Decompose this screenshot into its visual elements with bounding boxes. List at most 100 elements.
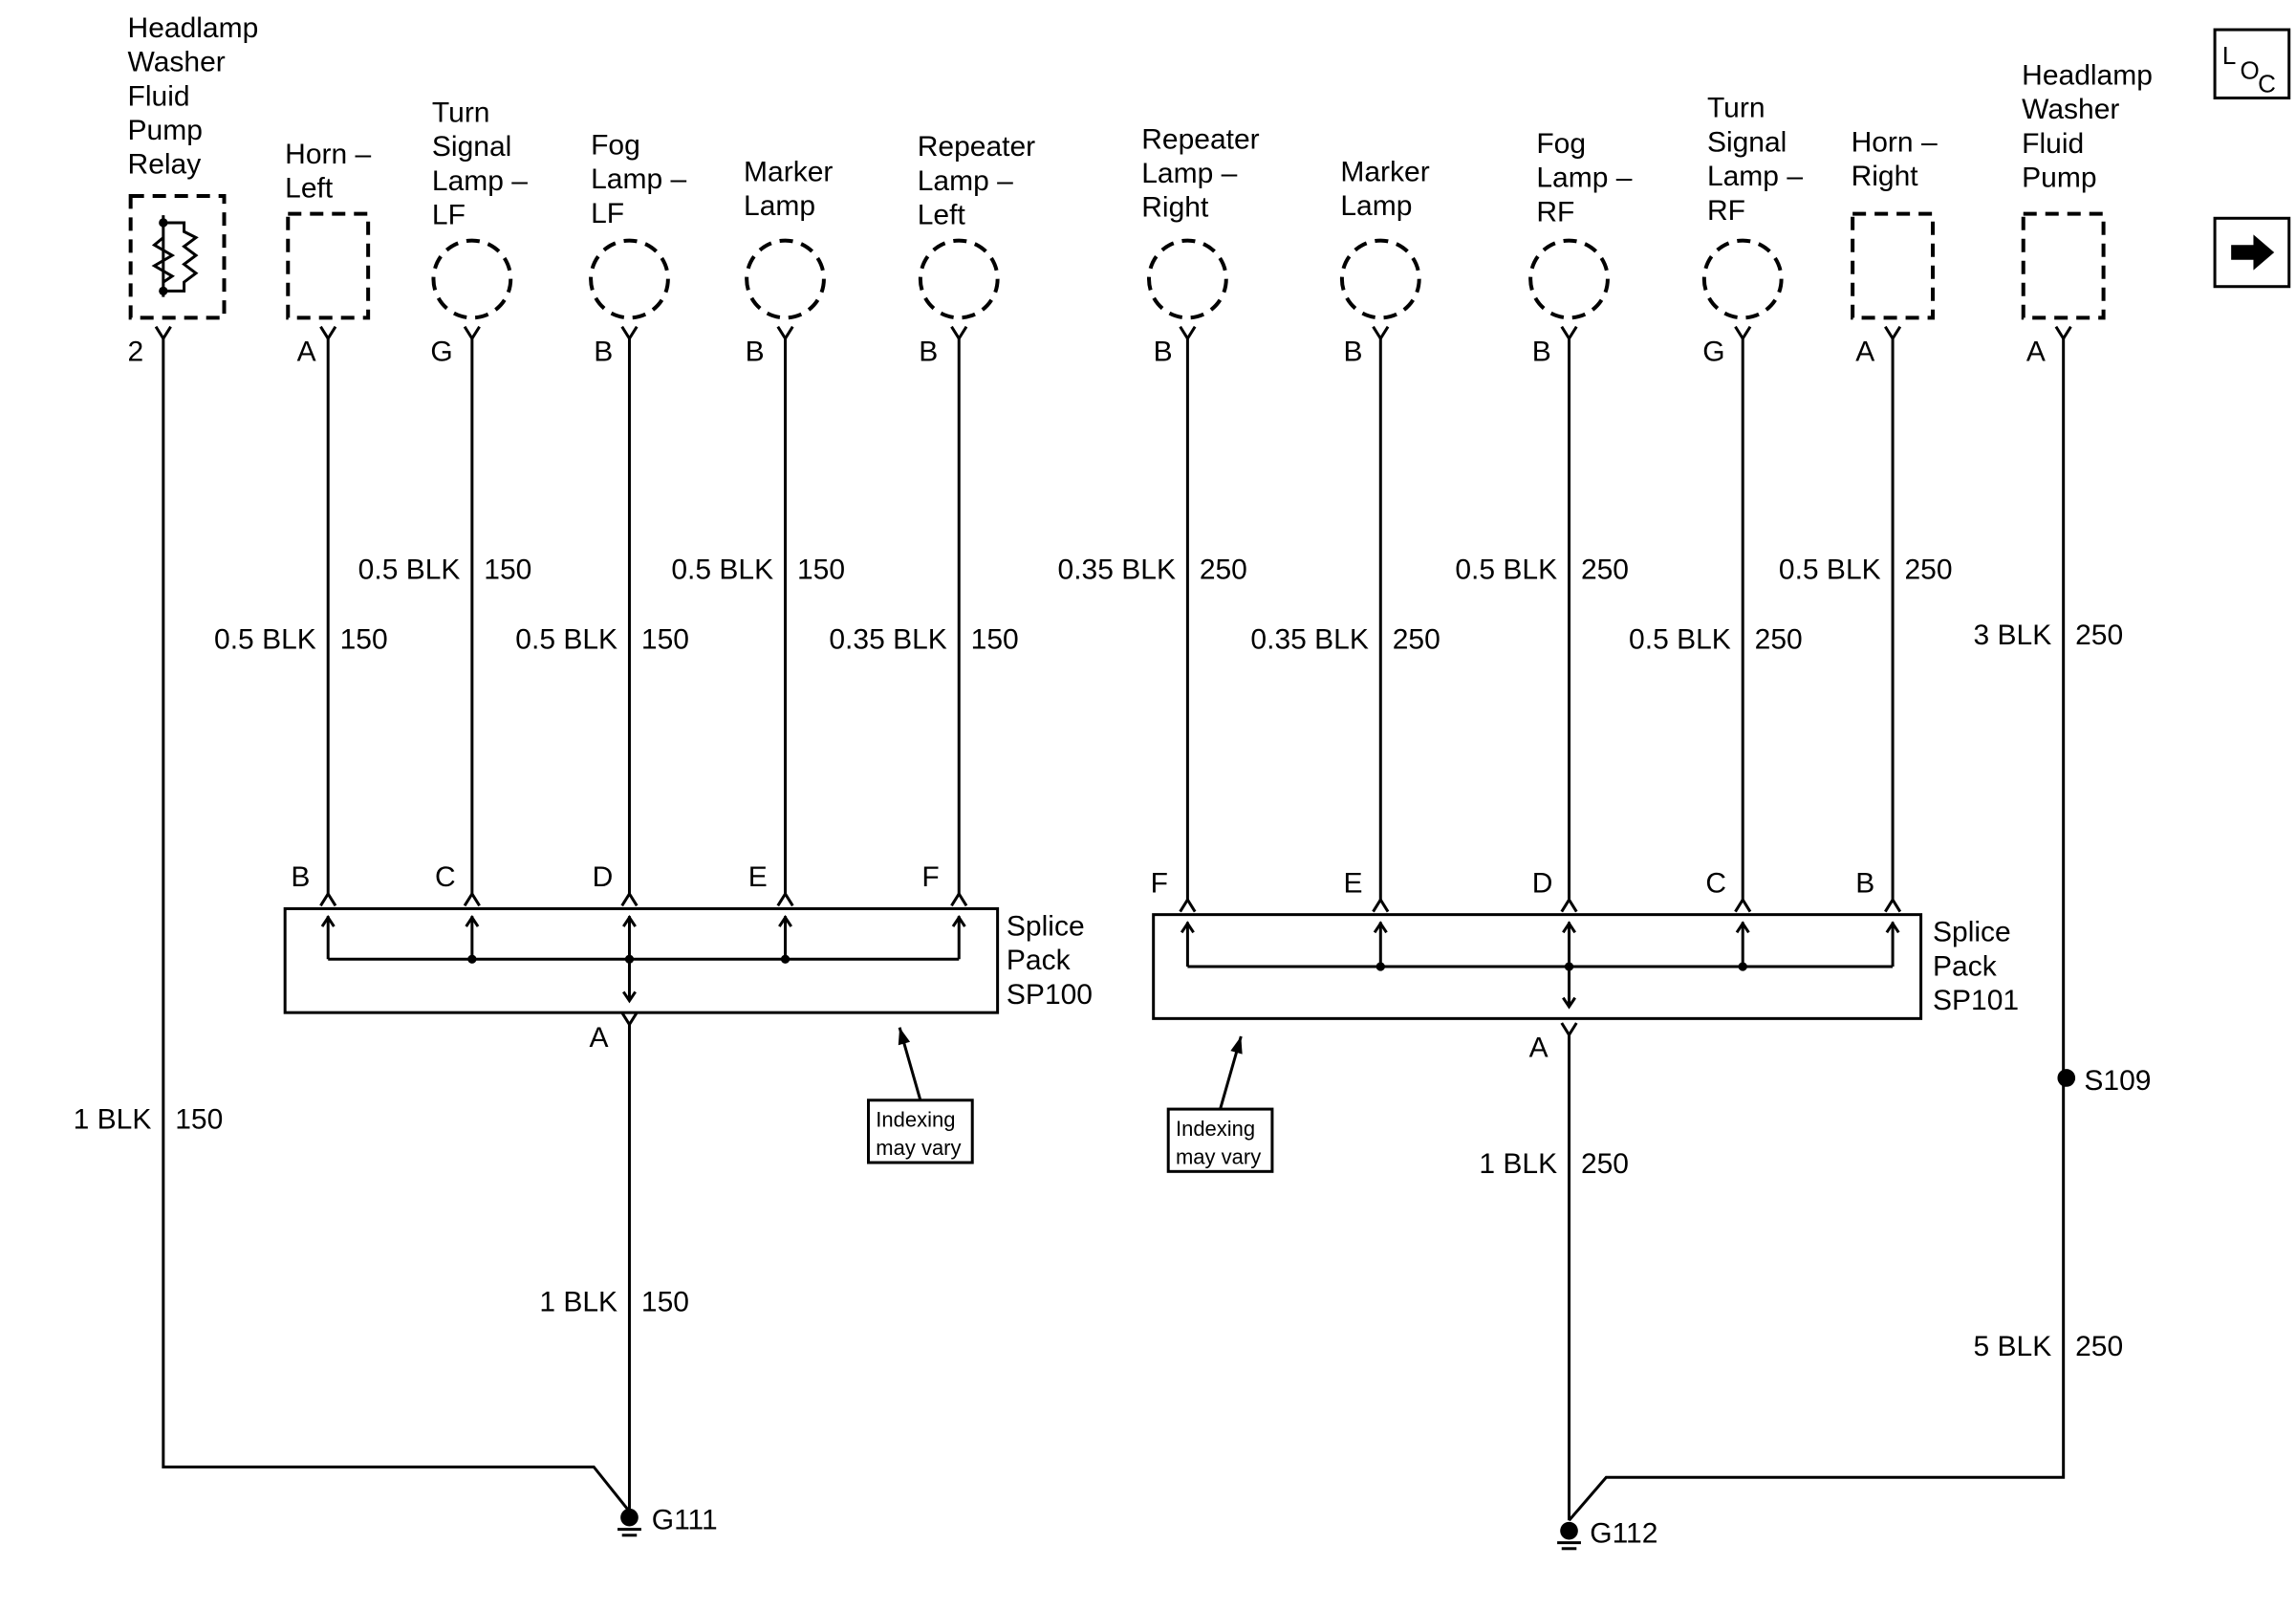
component-label: Lamp – <box>1141 158 1237 189</box>
component-label: Pump <box>128 115 203 146</box>
connector-pin-label: A <box>1855 336 1874 367</box>
component-label: Right <box>1852 161 1919 192</box>
splice-s109: S109 <box>2057 1065 2151 1097</box>
connector-pin-label: G <box>1702 336 1724 367</box>
loc-icon-letter: L <box>2222 41 2236 70</box>
wire-size-label: 0.35 BLK <box>829 624 946 656</box>
loc-icon[interactable]: LOC <box>2213 28 2291 99</box>
indexing-note-text: Indexing <box>876 1108 955 1132</box>
ground-label: G111 <box>652 1505 718 1536</box>
splice-pin-label: C <box>435 861 456 893</box>
component-label: LF <box>432 200 466 231</box>
lamp-symbol <box>745 238 826 320</box>
connector-pin-label: G <box>430 336 452 367</box>
wire-circuit-label: 150 <box>797 555 845 586</box>
wire-size-label: 1 BLK <box>74 1103 152 1135</box>
splice-pin-label: D <box>593 861 614 893</box>
indexing-note: Indexing may vary <box>867 1027 974 1164</box>
splice-pack-label: SP101 <box>1933 985 2019 1016</box>
wire-circuit-label: 250 <box>1581 1148 1629 1180</box>
splice-pin-label: B <box>1855 867 1874 899</box>
indexing-note-text: may vary <box>876 1136 961 1160</box>
connector-pin-label: B <box>1154 336 1173 367</box>
component-label: Lamp – <box>918 165 1013 197</box>
wires <box>162 338 2066 1522</box>
ground-label: G112 <box>1590 1518 1657 1550</box>
wire-circuit-label: 250 <box>2075 1331 2123 1362</box>
lamp-symbol <box>1339 238 1421 320</box>
wire-size-label: 0.5 BLK <box>1779 555 1881 586</box>
indexing-note-text: Indexing <box>1176 1117 1255 1141</box>
wire-size-label: 0.35 BLK <box>1058 555 1176 586</box>
bus-junction <box>780 954 791 964</box>
component-label: Lamp – <box>432 165 528 197</box>
wire-circuit-label: 250 <box>1581 555 1629 586</box>
component-label: Left <box>285 173 334 205</box>
component-label: Fog <box>591 130 640 162</box>
component-label: Lamp – <box>591 163 686 195</box>
component-label: Turn <box>432 97 490 128</box>
connector-pin-label: B <box>594 336 613 367</box>
splice-out-pin-label: A <box>590 1022 609 1054</box>
connector-pin-label: B <box>746 336 765 367</box>
connector-pin-label: B <box>1343 336 1362 367</box>
lamp-symbol <box>918 238 1000 320</box>
bus-junction <box>1738 962 1747 971</box>
splice-out-pin-label: A <box>1529 1033 1549 1064</box>
wire-circuit-label: 250 <box>1904 555 1952 586</box>
loc-icon-letter: C <box>2258 69 2276 98</box>
splice-pack-outline <box>1152 913 1923 1020</box>
wire-circuit-label: 250 <box>2075 620 2123 651</box>
wire-circuit-label: 150 <box>484 555 531 586</box>
wire-size-label: 1 BLK <box>1479 1148 1557 1180</box>
splice-pack-outline <box>283 906 1000 1014</box>
splice-pin-label: E <box>748 861 768 893</box>
lamp-symbol <box>1701 238 1784 320</box>
lamp-symbol <box>589 238 670 320</box>
lamp-symbol <box>1147 238 1228 320</box>
component-label: RF <box>1707 195 1745 227</box>
component-label: Fog <box>1536 128 1586 160</box>
connector-pin-label: B <box>919 336 938 367</box>
component-label: LF <box>591 198 624 229</box>
splice-pin-label: D <box>1532 867 1553 899</box>
component-label: Left <box>918 200 966 231</box>
relay-outline <box>128 193 227 320</box>
component-label: Horn – <box>285 139 371 170</box>
bus-junction <box>467 954 477 964</box>
component-label: RF <box>1536 196 1574 228</box>
wire-circuit-label: 250 <box>1755 624 1803 656</box>
wire-size-label: 5 BLK <box>1974 1331 2052 1362</box>
splice-pack-label: Pack <box>1007 945 1072 976</box>
wire-w-pump-lower: 5 BLK 250 <box>1974 1331 2124 1362</box>
component-label: Washer <box>128 47 226 78</box>
component-label: Turn <box>1707 93 1765 124</box>
component-label: Lamp <box>1340 190 1412 222</box>
right-arrow-icon[interactable] <box>2213 216 2291 289</box>
component-label: Repeater <box>918 131 1035 163</box>
component-label: Headlamp <box>128 12 259 44</box>
splice-pin-label: F <box>1151 867 1168 899</box>
connector-pin-label: B <box>1532 336 1551 367</box>
component-label: Marker <box>744 156 833 187</box>
component-label: Marker <box>1340 156 1429 187</box>
wire-size-label: 0.5 BLK <box>214 624 316 656</box>
component-label: Pump <box>2022 163 2096 194</box>
relay-icon <box>151 215 199 297</box>
splice-pack-label: SP100 <box>1007 979 1093 1011</box>
